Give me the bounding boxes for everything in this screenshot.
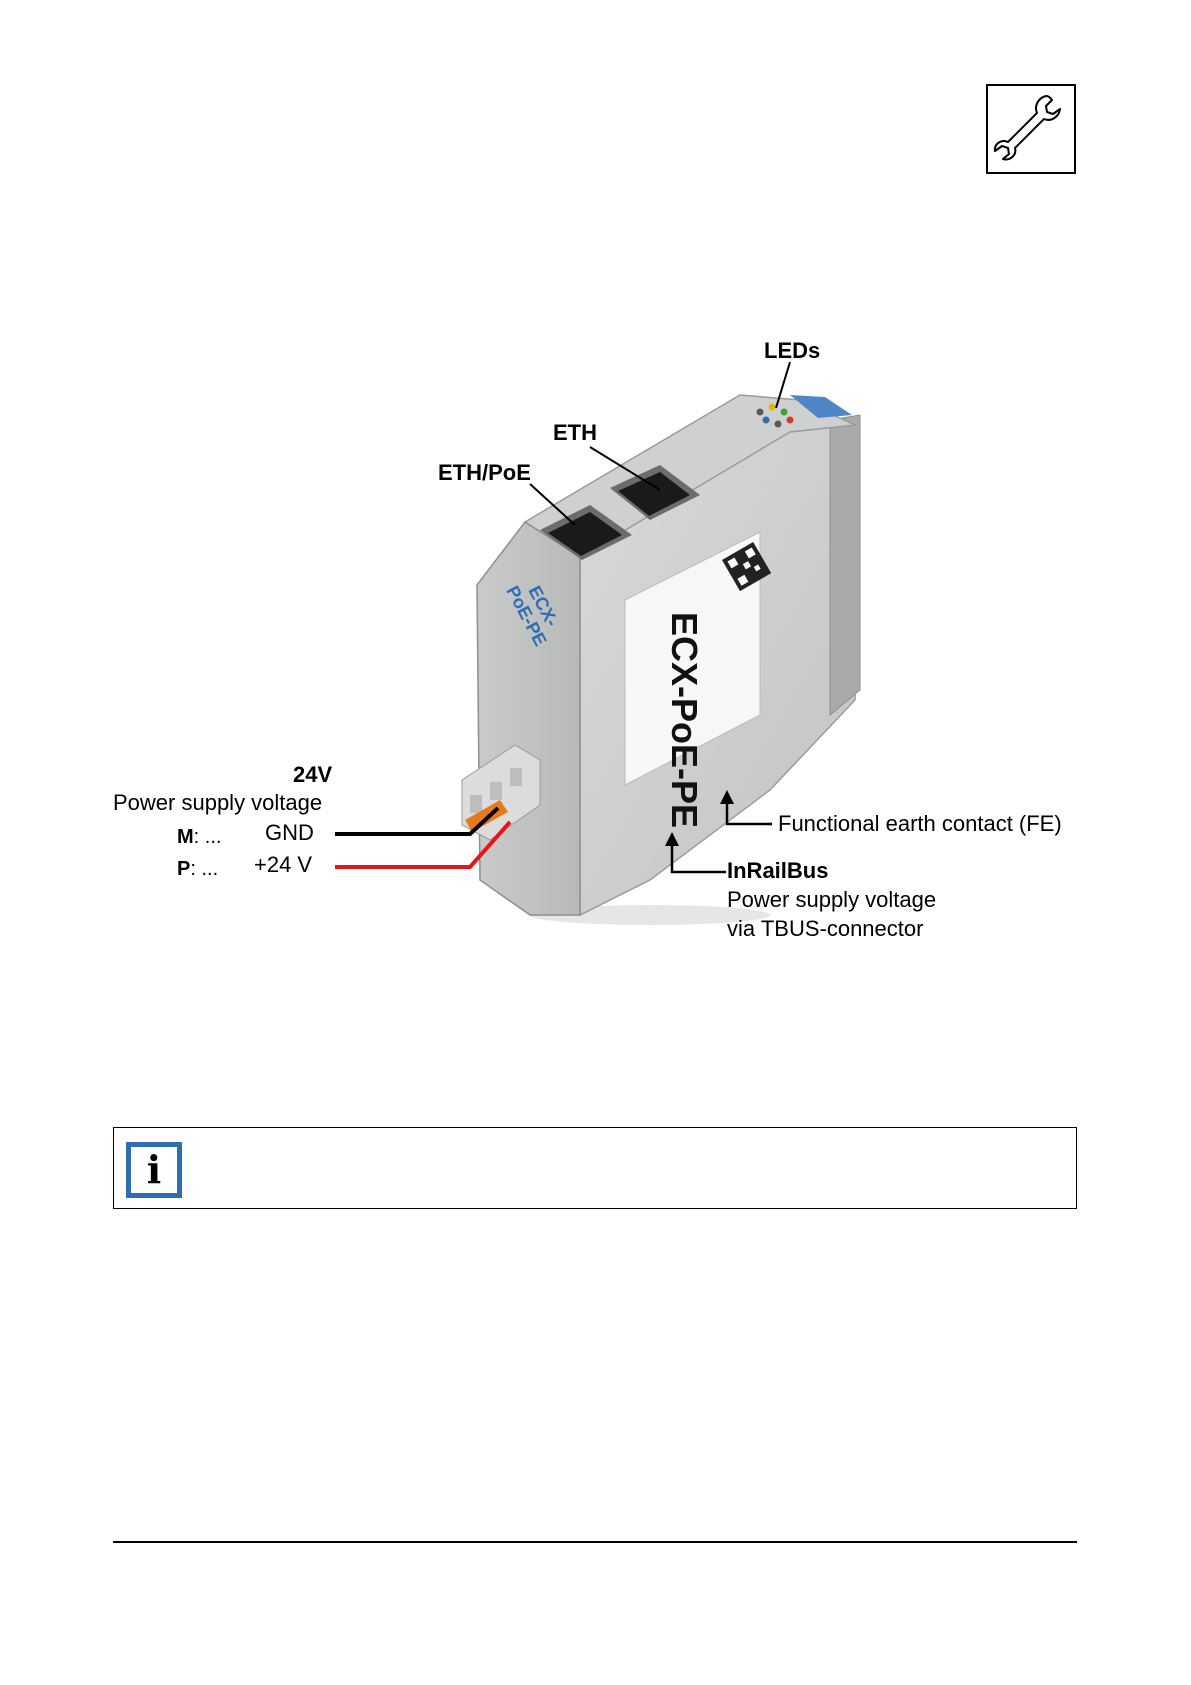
label-m-suffix: : ... [194,826,222,848]
label-inrailbus-line1: Power supply voltage [727,887,936,913]
label-m-key: M [177,826,194,848]
device-rail-edge [830,415,860,715]
info-icon-letter: i [131,1147,177,1193]
label-leds: LEDs [764,338,820,364]
label-m: M: ... [177,824,221,850]
label-p-suffix: : ... [190,858,218,880]
label-p-key: P [177,858,190,880]
label-p: P: ... [177,856,218,882]
label-eth-poe: ETH/PoE [438,460,531,486]
device-label-text: ECX-PoE-PE [664,612,705,828]
info-icon: i [126,1142,182,1198]
label-inrailbus-title: InRailBus [727,858,828,884]
label-fe: Functional earth contact (FE) [778,811,1062,837]
label-p24: +24 V [254,852,312,878]
device-front-face [477,522,580,915]
label-inrailbus-line2: via TBUS-connector [727,916,923,942]
label-supply-subtitle: Power supply voltage [113,790,322,816]
note-box: i [113,1127,1077,1209]
label-gnd: GND [265,820,314,846]
label-eth: ETH [553,420,597,446]
footer-rule [113,1541,1077,1543]
label-supply-title: 24V [293,762,332,788]
device-figure: ECX- PoE-PE ECX-PoE-PE [0,0,1191,1000]
